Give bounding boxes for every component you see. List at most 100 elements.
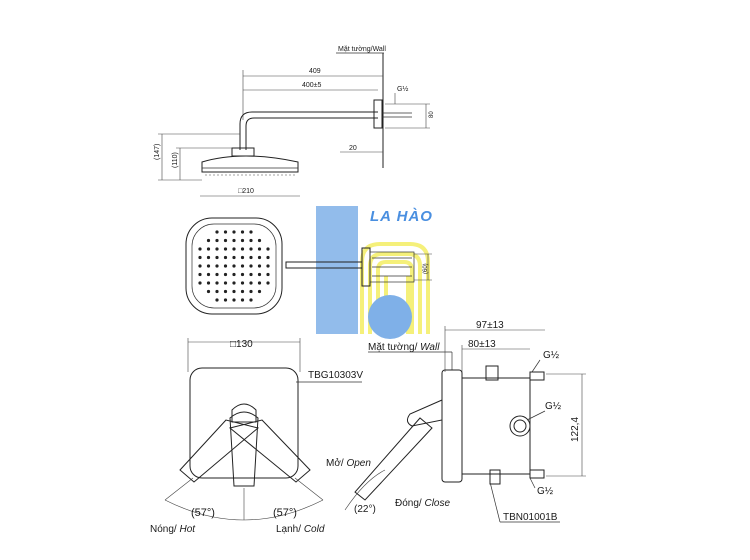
watermark-logo: LA HÀO: [316, 206, 433, 339]
nozzle-dot: [215, 247, 219, 251]
lever-center: [229, 411, 259, 487]
wall-label-side: Mặt tường/ Wall: [368, 342, 440, 353]
dim-210-text: □210: [238, 188, 254, 195]
wall-label-top: Mặt tường/Wall: [338, 46, 386, 53]
nozzle-dot: [206, 281, 211, 285]
valve-side-view: 97±13 80±13 Mặt tường/ Wall (22°) Đóng/ …: [344, 320, 586, 523]
dim-97-text: 97±13: [476, 320, 504, 331]
outlet-center-outer: [509, 415, 531, 437]
nozzle-dot: [249, 255, 253, 260]
logo-blue-circle: [368, 295, 412, 339]
dim-130-text: □130: [230, 339, 253, 350]
nozzle-dot: [215, 230, 219, 234]
nozzle-dot: [223, 264, 228, 268]
side-plate: [441, 369, 463, 483]
nozzle-dot: [232, 238, 236, 243]
lever-right: [228, 419, 311, 483]
outlet-top: [529, 371, 545, 381]
nozzle-dot: [232, 272, 236, 277]
cover-plate: [189, 367, 299, 479]
outlet-center-inner: [513, 419, 527, 433]
nozzle-dot: [198, 281, 202, 285]
nozzle-dot: [240, 281, 245, 285]
g-mid-text: G½: [545, 401, 562, 412]
nozzle-dot: [249, 272, 253, 277]
g-top-leader: [531, 359, 541, 373]
nozzle-dot: [223, 281, 228, 285]
open-label: Mở/ Open: [326, 457, 371, 469]
dim-400-text: 400±5: [302, 82, 322, 89]
head-inner: [191, 223, 277, 309]
nozzle-dot: [240, 298, 245, 302]
nozzle-dot: [257, 247, 262, 251]
dim-110-text: (110): [172, 152, 179, 168]
head-profile: [201, 155, 299, 173]
nozzle-dot: [249, 247, 253, 251]
head-square: [185, 217, 283, 315]
dim-60-text: (60): [423, 263, 429, 274]
bottom-lug: [489, 469, 501, 485]
g-top-text: G½: [543, 350, 560, 361]
cold-label: Lạnh/ Cold: [276, 524, 325, 535]
nozzle-dot: [240, 289, 245, 294]
angle-right: (57°): [273, 507, 297, 519]
g-mid-leader: [526, 410, 546, 421]
nozzle-dot: [232, 264, 236, 268]
nozzle-dot: [240, 230, 245, 234]
valve-body: [461, 377, 531, 475]
model-tbn: TBN01001B: [503, 512, 558, 523]
dim-80-text: 80: [429, 111, 435, 118]
shower-side-view: Mặt tường/Wall 409 400±5 G½ 80 20: [154, 46, 435, 197]
nozzle-dot: [223, 247, 228, 251]
dim-122-text: 122,4: [570, 417, 581, 442]
nozzle-dot: [257, 289, 262, 294]
angle-left: (57°): [191, 507, 215, 519]
dim-20-text: 20: [349, 145, 357, 152]
nozzle-dot: [198, 272, 202, 277]
nozzle-dot: [206, 238, 211, 243]
nozzle-dot: [198, 255, 202, 260]
nozzle-dot: [257, 238, 262, 243]
wall-flange: [373, 99, 383, 129]
nozzle-dot: [266, 255, 270, 260]
arc-left-line: [164, 477, 194, 501]
nozzle-dot: [223, 298, 228, 302]
nozzle-grid: [198, 230, 270, 302]
side-lever-open: [406, 399, 443, 427]
nozzle-dot: [266, 272, 270, 277]
lever-left: [179, 419, 260, 483]
model-tbg: TBG10303V: [308, 370, 363, 381]
nozzle-dot: [240, 272, 245, 277]
g-bottom-text: G½: [537, 486, 554, 497]
nozzle-dot: [249, 289, 253, 294]
side-lever-close: [354, 417, 433, 501]
nozzle-dot: [206, 289, 211, 294]
nozzle-dot: [266, 264, 270, 268]
nozzle-dot: [223, 289, 228, 294]
angle-22-text: (22°): [354, 504, 376, 515]
nozzle-dot: [232, 281, 236, 285]
outlet-bottom: [529, 469, 545, 479]
logo-brand-text: LA HÀO: [370, 208, 433, 225]
ball-joint: [231, 147, 255, 157]
nozzle-dot: [206, 264, 211, 268]
close-label: Đóng/ Close: [395, 498, 450, 509]
lever-hub: [231, 403, 257, 423]
shower-plan-view: (60): [185, 217, 432, 315]
arc-right-line: [294, 477, 324, 501]
nozzle-dot: [198, 264, 202, 268]
nozzle-dot: [240, 255, 245, 260]
nozzle-dot: [215, 298, 219, 302]
angle-22-arc: [344, 469, 386, 511]
nozzle-dot: [249, 238, 253, 243]
g-bottom-leader: [529, 477, 536, 489]
nozzle-dot: [257, 272, 262, 277]
nozzle-dot: [198, 247, 202, 251]
nozzle-dot: [232, 289, 236, 294]
nozzle-dot: [232, 298, 236, 302]
nozzle-dot: [240, 247, 245, 251]
lever-handle: [179, 403, 311, 487]
nozzle-dot: [249, 230, 253, 234]
